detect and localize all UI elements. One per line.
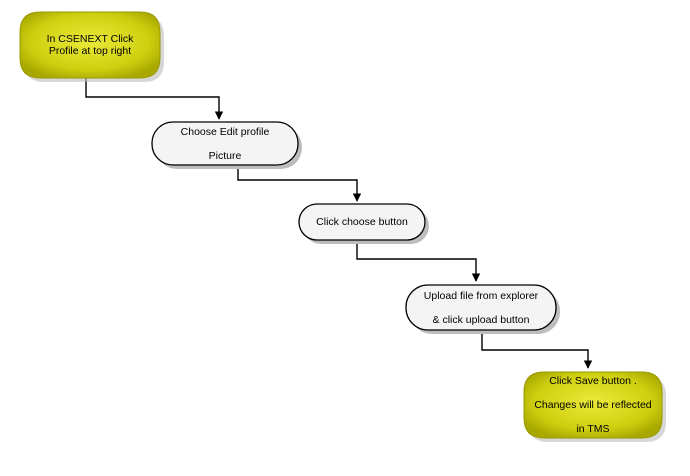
save-line-3: in TMS [576,423,610,435]
connector-upload-to-save [481,330,593,369]
edit-profile-line-2: Picture [208,149,242,162]
connector-edit-profile-to-choose-button [237,163,362,202]
flow-node-upload [405,284,560,334]
start-line-2: Profile at top right [48,45,132,57]
edit-profile-line-1: Choose Edit profile [180,125,270,138]
flow-node-upload-label: Upload file from explorer & click upload… [406,285,556,330]
flow-node-choose-button [298,203,429,244]
connector-start-to-edit-profile [85,77,224,120]
save-line-1: Click Save button . [549,375,637,387]
flow-node-save [523,371,666,442]
save-line-2: Changes will be reflected [534,399,652,411]
flow-node-choose-button-label: Click choose button [299,204,425,240]
connector-choose-button-to-upload [356,237,481,282]
flow-node-edit-profile [151,121,302,169]
upload-line-2: & click upload button [432,313,530,326]
start-line-1: In CSENEXT Click [46,33,134,45]
flow-node-start [19,11,164,82]
choose-button-line-1: Click choose button [316,216,408,228]
flow-node-save-label: Click Save button . Changes will be refl… [524,372,662,438]
upload-line-1: Upload file from explorer [423,289,539,302]
flow-node-edit-profile-label: Choose Edit profile Picture [152,122,298,165]
